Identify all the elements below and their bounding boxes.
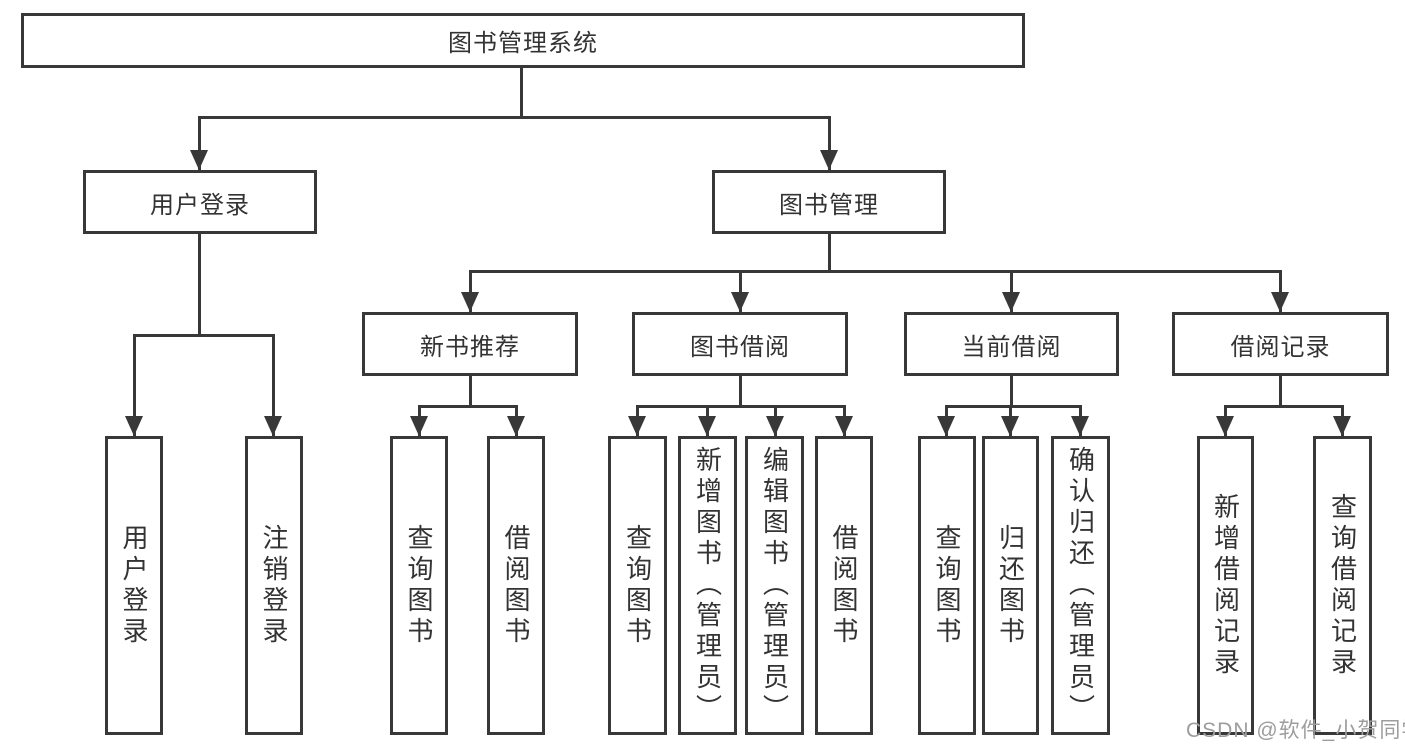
node-root: 图书管理系统 [21, 13, 1025, 68]
leaf-bb-query-books: 查询图书 [608, 436, 667, 735]
csdn-watermark: CSDN @软件_小贺同学 [1186, 719, 1405, 742]
connector-current-borrow-rail [945, 405, 1082, 408]
arrow-nr-leaf1 [410, 416, 428, 436]
connector-to-current-borrow [1010, 270, 1013, 312]
leaf-cb-return-books: 归还图书 [982, 436, 1039, 735]
leaf-logout: 注销登录 [245, 436, 303, 735]
connector-borrow-records-stem [1279, 376, 1282, 408]
connector-book-management-stem [828, 234, 831, 272]
leaf-cb-query-books: 查询图书 [918, 436, 976, 735]
connector-current-borrow-stem [1010, 376, 1013, 408]
connector-level3-rail [469, 270, 1282, 273]
arrow-to-book-management [820, 150, 838, 170]
arrow-to-user-login [190, 150, 208, 170]
connector-to-logout-leaf [272, 334, 275, 436]
connector-new-recommend-stem [469, 376, 472, 408]
node-book-management: 图书管理 [712, 170, 946, 234]
arrow-to-current-borrow [1002, 292, 1020, 312]
connector-to-book-management [828, 116, 831, 170]
leaf-br-add-record: 新增借阅记录 [1197, 436, 1254, 735]
arrow-to-logout-leaf [264, 416, 282, 436]
arrow-bb-leaf4 [835, 416, 853, 436]
connector-book-borrow-stem [739, 376, 742, 408]
leaf-cb-confirm-return-admin: 确认归还（管理员） [1051, 436, 1110, 735]
leaf-br-query-record: 查询借阅记录 [1313, 436, 1372, 735]
connector-root-stem [520, 68, 523, 119]
leaf-bb-borrow-books: 借阅图书 [815, 436, 873, 735]
connector-to-new-recommend [469, 270, 472, 312]
connector-to-borrow-records [1279, 270, 1282, 312]
node-current-borrow: 当前借阅 [904, 312, 1119, 376]
node-book-borrow: 图书借阅 [632, 312, 848, 376]
node-borrow-records: 借阅记录 [1172, 312, 1389, 376]
leaf-bb-add-books-admin: 新增图书（管理员） [678, 436, 737, 735]
arrow-cb-leaf1 [937, 416, 955, 436]
connector-to-user-login [198, 116, 201, 170]
node-user-login: 用户登录 [83, 170, 317, 234]
arrow-nr-leaf2 [507, 416, 525, 436]
arrow-cb-leaf2 [1001, 416, 1019, 436]
node-new-recommend: 新书推荐 [362, 312, 578, 376]
arrow-bb-leaf2 [698, 416, 716, 436]
arrow-bb-leaf3 [766, 416, 784, 436]
connector-user-login-stem [198, 234, 201, 336]
connector-new-recommend-rail [418, 405, 518, 408]
connector-book-borrow-rail [636, 405, 846, 408]
leaf-nr-borrow-books: 借阅图书 [487, 436, 545, 735]
connector-user-login-rail [133, 334, 275, 337]
arrow-br-leaf2 [1333, 416, 1351, 436]
connector-level2-rail [198, 116, 831, 119]
connector-to-login-leaf [133, 334, 136, 436]
arrow-cb-leaf3 [1071, 416, 1089, 436]
arrow-to-login-leaf [125, 416, 143, 436]
leaf-user-login: 用户登录 [105, 436, 163, 735]
leaf-bb-edit-books-admin: 编辑图书（管理员） [745, 436, 804, 735]
leaf-nr-query-books: 查询图书 [390, 436, 448, 735]
arrow-to-borrow-records [1271, 292, 1289, 312]
arrow-to-new-recommend [461, 292, 479, 312]
connector-to-book-borrow [739, 270, 742, 312]
arrow-bb-leaf1 [628, 416, 646, 436]
connector-borrow-records-rail [1224, 405, 1344, 408]
arrow-br-leaf1 [1216, 416, 1234, 436]
arrow-to-book-borrow [731, 292, 749, 312]
